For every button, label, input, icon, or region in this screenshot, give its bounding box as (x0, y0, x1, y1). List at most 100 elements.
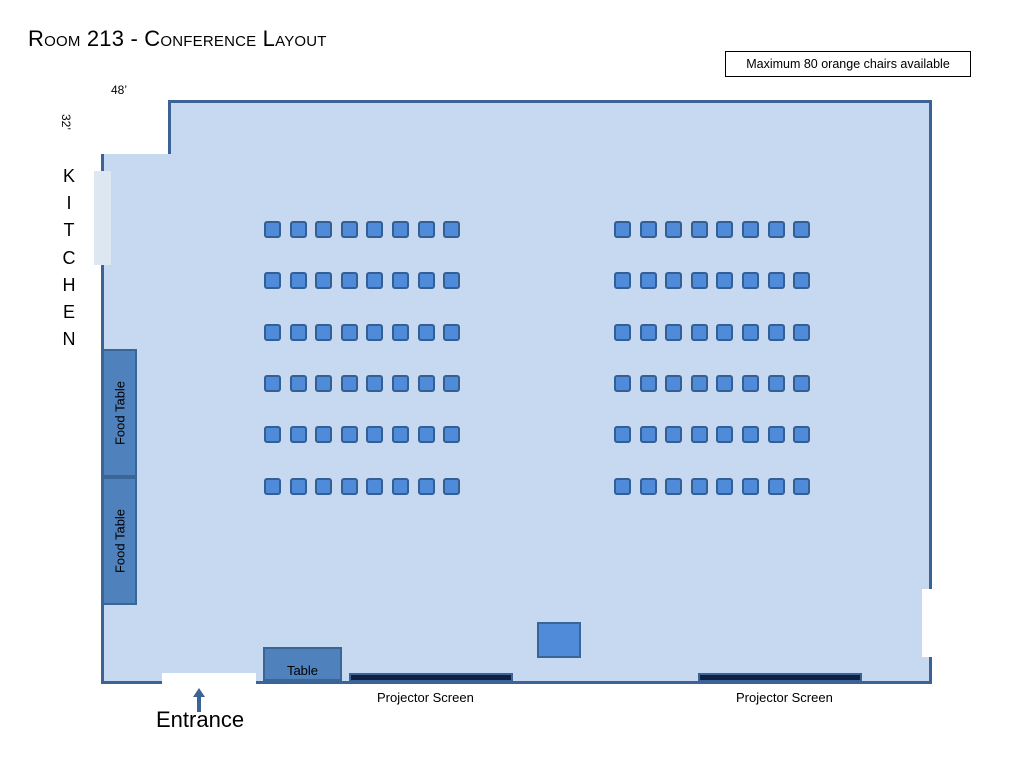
page-title: Room 213 - Conference Layout (28, 26, 327, 51)
room-width-label: 48’ (111, 83, 128, 97)
chair (793, 374, 811, 392)
chair (315, 272, 333, 290)
chair (690, 426, 708, 444)
kitchen-letter: E (62, 302, 75, 323)
chair (639, 426, 657, 444)
chair (690, 272, 708, 290)
entrance-opening (162, 673, 256, 687)
chair (690, 221, 708, 238)
chair (716, 374, 734, 392)
chair (443, 323, 461, 341)
kitchen-letter: N (62, 329, 76, 350)
kitchen-label: K I T C H E N (58, 163, 80, 353)
chair (340, 426, 358, 444)
chair (742, 272, 759, 290)
chair (340, 272, 358, 290)
chair (366, 477, 384, 495)
chair (366, 426, 384, 444)
chair (392, 426, 409, 444)
chair (289, 323, 307, 341)
chair (690, 374, 708, 392)
chair (315, 221, 333, 238)
chair (742, 323, 759, 341)
chair (315, 374, 333, 392)
chair (264, 426, 281, 444)
chair (264, 374, 281, 392)
chair (716, 272, 734, 290)
chair (793, 272, 811, 290)
chair (366, 374, 384, 392)
chair (340, 477, 358, 495)
food-table: Food Table (102, 349, 137, 477)
chair (340, 323, 358, 341)
kitchen-letter: K (62, 166, 75, 186)
podium (537, 622, 581, 658)
chair (639, 323, 657, 341)
chair (443, 374, 461, 392)
chair (614, 426, 631, 444)
chair (690, 477, 708, 495)
chair (289, 272, 307, 290)
chair (264, 221, 281, 238)
chair (289, 426, 307, 444)
chair (614, 323, 631, 341)
chair (443, 221, 461, 238)
chair (366, 323, 384, 341)
chair (614, 477, 631, 495)
chair (793, 323, 811, 341)
chair (742, 426, 759, 444)
kitchen-letter: C (62, 247, 76, 268)
chair (793, 477, 811, 495)
right-wall-opening (922, 589, 936, 657)
projector-screen-label: Projector Screen (377, 690, 474, 705)
chair (264, 272, 281, 290)
chair (742, 374, 759, 392)
chair (289, 477, 307, 495)
chair (443, 272, 461, 290)
chair (767, 477, 785, 495)
chair (417, 374, 435, 392)
food-table-label: Food Table (112, 380, 127, 446)
chair (315, 323, 333, 341)
chair (392, 374, 409, 392)
chair (639, 477, 657, 495)
kitchen-letter: H (62, 274, 76, 295)
chair (315, 477, 333, 495)
food-table: Food Table (102, 477, 137, 605)
chair (793, 221, 811, 238)
chair (716, 323, 734, 341)
chair (716, 477, 734, 495)
chair (443, 426, 461, 444)
projector-screen (698, 673, 862, 682)
chair-capacity-note: Maximum 80 orange chairs available (725, 51, 971, 77)
chair (614, 374, 631, 392)
chair (315, 426, 333, 444)
chair (665, 426, 683, 444)
chair (665, 323, 683, 341)
chair (417, 221, 435, 238)
chair (690, 323, 708, 341)
chair (264, 477, 281, 495)
chair (767, 374, 785, 392)
chair (417, 272, 435, 290)
chair (767, 426, 785, 444)
chair (767, 272, 785, 290)
chair (340, 221, 358, 238)
chair (340, 374, 358, 392)
chair (392, 477, 409, 495)
chair (716, 221, 734, 238)
chair (289, 221, 307, 238)
chair (767, 323, 785, 341)
chair (417, 477, 435, 495)
room-height-label: 32’ (59, 114, 73, 131)
chair (665, 477, 683, 495)
chair (716, 426, 734, 444)
chair (264, 323, 281, 341)
kitchen-letter: T (63, 220, 75, 241)
chair (665, 374, 683, 392)
room-floor (101, 100, 932, 684)
food-table-label: Food Table (112, 508, 127, 574)
chair (614, 272, 631, 290)
chair (614, 221, 631, 238)
entrance-label: Entrance (156, 707, 245, 732)
